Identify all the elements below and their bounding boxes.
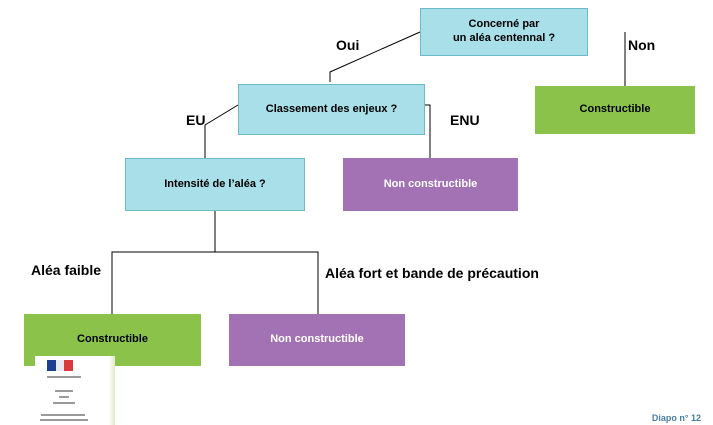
question-intensite-alea: Intensité de l’aléa ? (125, 158, 305, 211)
slide-number: Diapo n° 12 (651, 413, 701, 423)
edge-label-non: Non (628, 37, 656, 53)
flag-icon (47, 360, 74, 371)
edge-label-alea-fort: Aléa fort et bande de précaution (325, 265, 539, 281)
result-non-constructible-alea-fort: Non constructible (229, 314, 405, 366)
prefecture-logo (35, 356, 115, 425)
result-constructible-non: Constructible (535, 86, 695, 134)
question-alea-centennal: Concerné par un aléa centennal ? (420, 8, 588, 56)
connector-eu (204, 104, 239, 158)
result-non-constructible-enu: Non constructible (343, 158, 518, 211)
edge-label-enu: ENU (450, 112, 480, 128)
question-classement-enjeux: Classement des enjeux ? (238, 84, 425, 135)
connector-branch-bar (111, 251, 319, 276)
edge-label-oui: Oui (336, 37, 360, 53)
connector-enu (425, 104, 431, 158)
edge-label-alea-faible: Aléa faible (31, 262, 102, 278)
edge-label-eu: EU (186, 112, 206, 128)
